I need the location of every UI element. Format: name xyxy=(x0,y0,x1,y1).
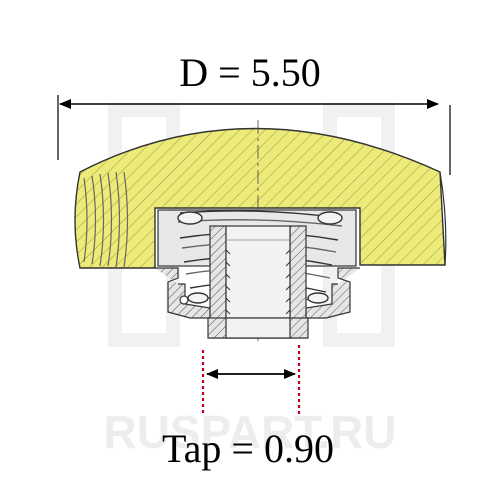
threaded-insert xyxy=(207,225,309,339)
watermark-text: RUSPART.RU xyxy=(103,406,396,458)
diameter-label: D = 5.50 xyxy=(179,50,320,95)
knob-body xyxy=(74,127,447,269)
tap-label: Tap = 0.90 xyxy=(162,426,334,471)
diameter-dimension: D = 5.50 xyxy=(57,50,451,175)
tap-dimension: Tap = 0.90 xyxy=(162,345,334,471)
grip-thread xyxy=(83,171,129,268)
spring-housing xyxy=(155,267,360,319)
watermark: RUSPART.RU xyxy=(103,103,397,458)
